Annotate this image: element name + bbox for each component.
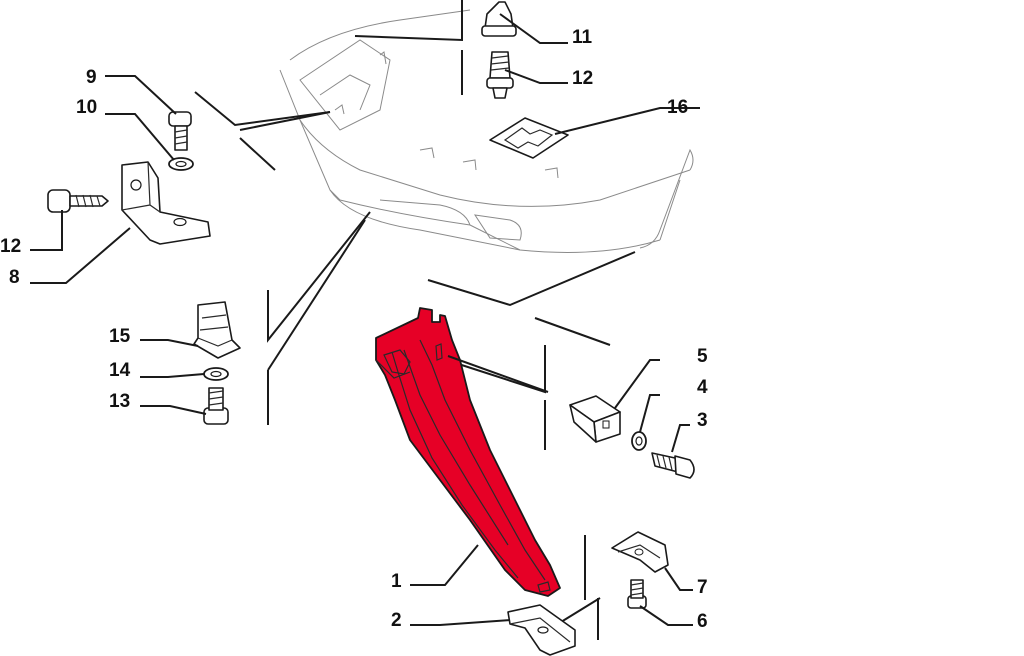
bolt-part-13	[203, 387, 229, 425]
bumper-outline	[279, 9, 694, 253]
leader-lines	[30, 13, 700, 626]
gasket-part-16	[489, 117, 569, 159]
leader-line-1-to-5	[447, 355, 549, 393]
callout-8: 8	[9, 267, 20, 288]
nut-part-11	[481, 1, 517, 37]
callout-15: 15	[109, 326, 131, 347]
bolt-part-3	[651, 452, 695, 479]
callout-14: 14	[109, 360, 131, 381]
washer-part-10	[168, 157, 194, 171]
clip-part-2	[507, 604, 576, 656]
callout-12-top: 12	[572, 68, 593, 89]
callout-7: 7	[697, 577, 708, 598]
callout-13: 13	[109, 391, 130, 412]
callout-6: 6	[697, 611, 708, 632]
callout-labels: 11 12 16 9 10 12 8 15 14 13 5 4 3 1 2 7 …	[0, 27, 708, 632]
callout-16: 16	[667, 97, 688, 118]
callout-3: 3	[697, 410, 708, 431]
callout-4: 4	[697, 377, 708, 398]
washer-part-4	[631, 431, 647, 451]
screw-part-12-top	[486, 51, 514, 99]
clip-part-7	[611, 531, 669, 573]
bolt-part-6	[627, 579, 647, 609]
bracket-part-1	[375, 307, 561, 597]
callout-10: 10	[76, 97, 97, 118]
washer-part-14	[203, 367, 229, 381]
bolt-part-9	[168, 111, 192, 151]
insert-part-5	[569, 395, 621, 443]
callout-1: 1	[391, 571, 402, 592]
l-bracket-part-8	[121, 161, 211, 245]
callout-9: 9	[86, 67, 97, 88]
callout-12-left: 12	[0, 236, 21, 257]
callout-11: 11	[572, 27, 593, 48]
callout-2: 2	[391, 610, 402, 631]
callout-5: 5	[697, 346, 708, 367]
screw-part-12-left	[47, 189, 109, 213]
spacer-part-15	[193, 301, 241, 359]
reference-lines	[194, 0, 636, 640]
